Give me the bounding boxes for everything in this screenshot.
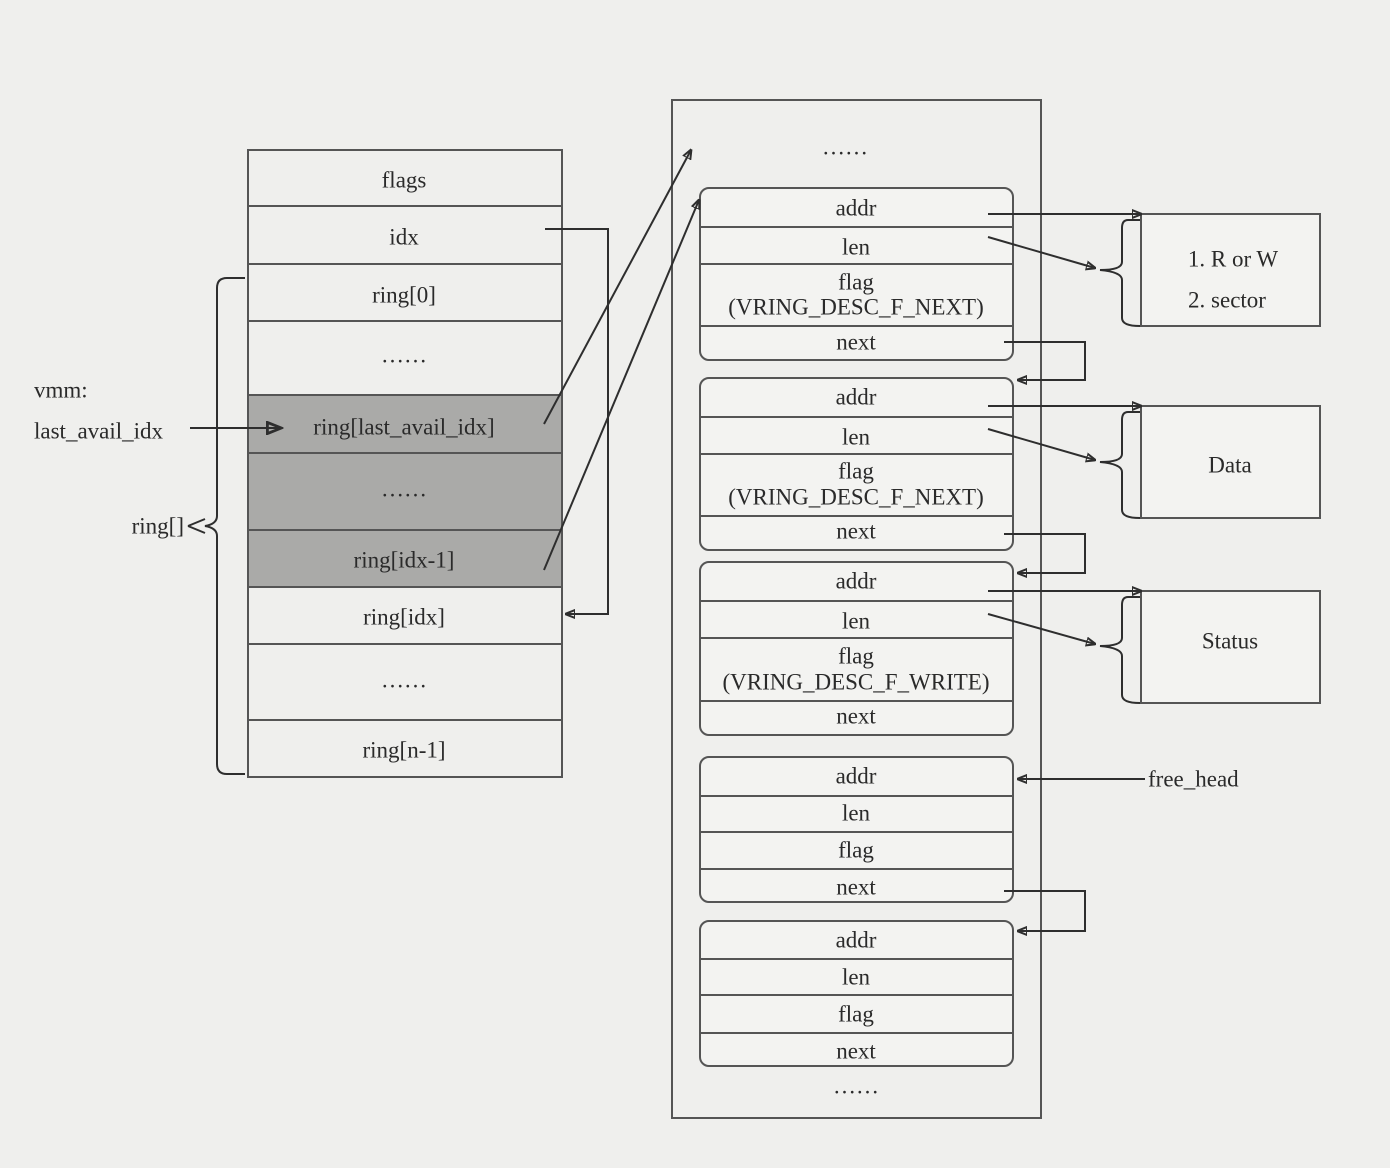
desc-3-addr: addr [835, 763, 877, 789]
desc-4-addr: addr [835, 927, 877, 953]
desc-2-next: next [836, 703, 876, 729]
desc-3-next-link [1004, 890, 1086, 931]
desc-1-flag-value: (VRING_DESC_F_NEXT) [728, 484, 984, 510]
avail-ring-ellipsis-1: …… [381, 342, 427, 368]
idx-to-ring-idx-arrow [545, 228, 609, 614]
desc-4-next: next [836, 1038, 876, 1064]
desc-0-len-arrow [987, 236, 1095, 268]
desc-1-addr: addr [835, 384, 877, 410]
desc-0-next: next [836, 329, 876, 355]
desc-table-bottom-ellipsis: …… [833, 1073, 879, 1099]
descriptor-1 [699, 377, 1014, 551]
desc-table-top-ellipsis: …… [822, 134, 868, 160]
ring-last-avail-to-desc-arrow [543, 150, 691, 425]
buffer-data [1140, 405, 1321, 519]
avail-ring-entry-idx: ring[idx] [363, 604, 445, 630]
vmm-label: vmm: [34, 377, 88, 403]
desc-2-flag: flag [838, 643, 874, 669]
descriptor-table [671, 99, 1042, 1119]
desc-1-len-arrow [987, 428, 1095, 460]
desc-0-flag: flag [838, 269, 874, 295]
desc-3-len: len [841, 800, 871, 826]
buffer-header-line-2: 2. sector [1188, 287, 1266, 313]
buffer-header-line-1: 1. R or W [1187, 246, 1279, 272]
desc-0-len: len [841, 234, 871, 260]
ring-brace [204, 277, 245, 775]
in-flight-region [249, 396, 561, 587]
buffer-header-length-brace [1099, 219, 1141, 327]
avail-ring-ellipsis-3: …… [381, 667, 427, 693]
desc-0-addr: addr [835, 195, 877, 221]
desc-4-flag: flag [838, 1001, 874, 1027]
desc-3-flag: flag [838, 837, 874, 863]
descriptor-0 [699, 187, 1014, 361]
avail-ring-table [247, 149, 563, 778]
avail-ring-flags: flags [381, 167, 427, 193]
descriptor-3 [699, 756, 1014, 903]
free-head-label: free_head [1148, 766, 1239, 792]
desc-1-flag: flag [838, 458, 874, 484]
buffer-status-length-brace [1099, 596, 1141, 704]
desc-0-flag-value: (VRING_DESC_F_NEXT) [728, 294, 984, 320]
buffer-data-length-brace [1099, 411, 1141, 519]
avail-ring-entry-n-minus-1: ring[n-1] [362, 737, 446, 763]
desc-0-next-link [1004, 341, 1086, 380]
descriptor-4 [699, 920, 1014, 1067]
desc-2-len-arrow [987, 613, 1095, 644]
desc-1-next-link [1004, 533, 1086, 573]
avail-ring-entry-last-avail: ring[last_avail_idx] [313, 414, 495, 440]
avail-ring-idx: idx [389, 224, 419, 250]
descriptor-2 [699, 561, 1014, 736]
ring-brace-tip [187, 518, 206, 534]
ring-brace-label: ring[] [131, 513, 184, 539]
desc-2-len: len [841, 608, 871, 634]
desc-4-len: len [841, 964, 871, 990]
desc-3-next: next [836, 874, 876, 900]
ring-idx-minus-1-to-desc-arrow [543, 200, 699, 571]
buffer-header [1140, 213, 1321, 327]
buffer-status-label: Status [1201, 628, 1259, 654]
avail-ring-entry-0: ring[0] [372, 282, 436, 308]
avail-ring-entry-idx-minus-1: ring[idx-1] [353, 547, 455, 573]
desc-1-len: len [841, 424, 871, 450]
last-avail-idx-label: last_avail_idx [34, 418, 164, 444]
desc-2-flag-value: (VRING_DESC_F_WRITE) [722, 669, 990, 695]
avail-ring-ellipsis-2: …… [381, 476, 427, 502]
desc-1-next: next [836, 518, 876, 544]
buffer-status [1140, 590, 1321, 704]
buffer-data-label: Data [1208, 452, 1252, 478]
desc-2-addr: addr [835, 568, 877, 594]
